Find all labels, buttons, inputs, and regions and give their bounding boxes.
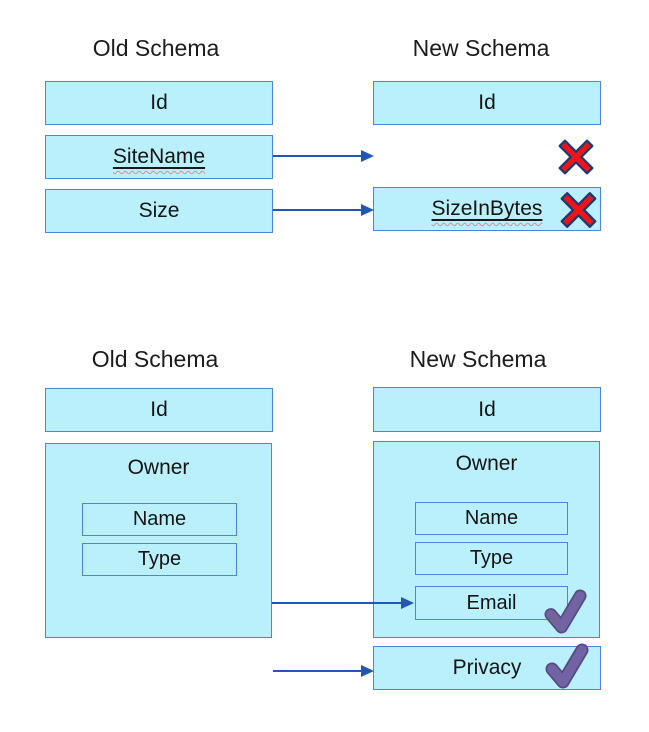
new-schema-title-top: New Schema [412, 35, 550, 61]
check-icon [545, 643, 589, 689]
new-field-sizeinbytes: SizeInBytes [373, 187, 601, 231]
field-label: Name [132, 508, 187, 530]
field-label: Email [466, 591, 517, 614]
old-field-sitename: SiteName [45, 135, 273, 179]
new-field-id-bottom: Id [373, 387, 601, 432]
field-label: Name [464, 507, 519, 529]
old-field-name: Name [82, 503, 237, 536]
group-label: Owner [455, 452, 518, 475]
check-icon [544, 589, 587, 634]
arrow-sitename-removed [273, 150, 374, 162]
old-schema-title-bottom: Old Schema [91, 346, 219, 372]
old-field-size: Size [45, 189, 273, 233]
x-icon [560, 192, 597, 228]
group-label: Owner [127, 456, 190, 479]
old-field-id-top: Id [45, 81, 273, 125]
new-field-email: Email [415, 586, 568, 620]
misspelled-underline: SizeInBytes [432, 197, 543, 221]
field-label: Type [469, 547, 514, 569]
field-label: Id [150, 91, 168, 114]
misspelled-underline: SiteName [113, 145, 205, 169]
field-label: Size [138, 199, 180, 222]
new-schema-title-bottom: New Schema [409, 346, 547, 372]
old-field-type: Type [82, 543, 237, 576]
old-field-id-bottom: Id [45, 388, 273, 432]
field-label: Type [137, 548, 182, 570]
arrow-email-added [272, 597, 414, 609]
field-label: SiteName [112, 145, 206, 168]
new-field-name: Name [415, 502, 568, 535]
field-label: Id [478, 397, 496, 421]
field-label: Privacy [452, 656, 522, 679]
x-icon [558, 139, 594, 175]
arrow-size-renamed [273, 204, 374, 216]
old-schema-title-top: Old Schema [92, 35, 220, 61]
new-field-type: Type [415, 542, 568, 575]
new-field-id-top: Id [373, 81, 601, 125]
field-label: Id [150, 398, 168, 421]
old-group-owner: Owner [45, 443, 272, 638]
field-label: SizeInBytes [431, 197, 543, 220]
field-label: Id [478, 91, 496, 114]
arrow-privacy-added [273, 665, 374, 677]
